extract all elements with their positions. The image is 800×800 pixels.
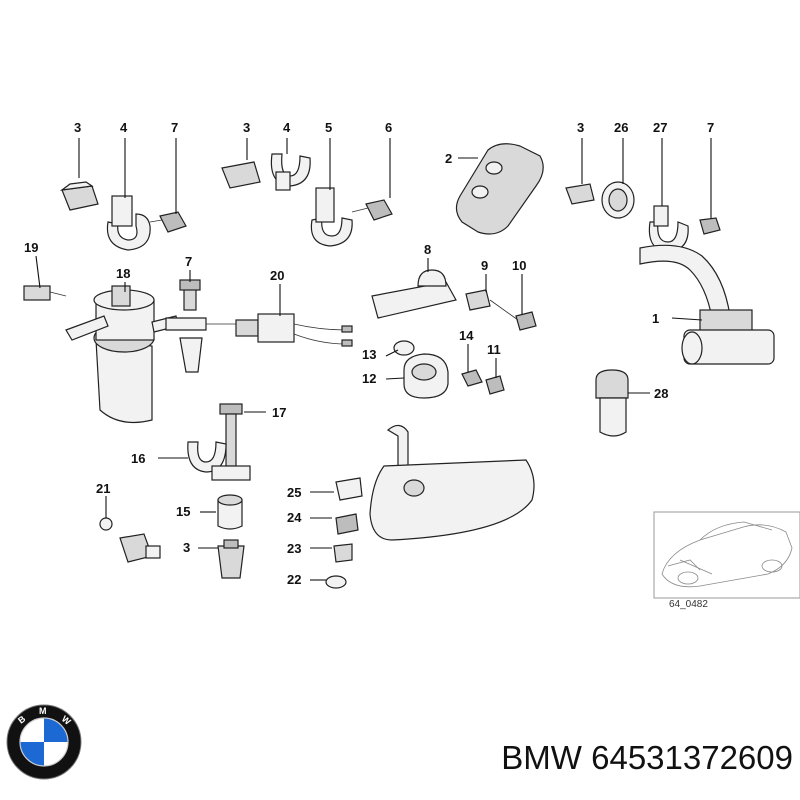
callout-7-c: 7 xyxy=(185,254,192,269)
callout-3-b: 3 xyxy=(243,120,250,135)
svg-text:M: M xyxy=(39,706,47,716)
spacer-nut-set xyxy=(393,340,505,399)
callout-21: 21 xyxy=(96,481,110,496)
accumulator-cylinder xyxy=(325,424,535,589)
callout-20: 20 xyxy=(270,268,284,283)
callout-27: 27 xyxy=(653,120,667,135)
callout-7-a: 7 xyxy=(171,120,178,135)
svg-text:B: B xyxy=(16,713,28,725)
callout-15: 15 xyxy=(176,504,190,519)
condenser-pipe xyxy=(639,244,775,365)
callout-6: 6 xyxy=(385,120,392,135)
part-number: 64531372609 xyxy=(591,739,793,776)
callout-12: 12 xyxy=(362,371,376,386)
callout-28: 28 xyxy=(654,386,668,401)
callout-9: 9 xyxy=(481,258,488,273)
callout-7-b: 7 xyxy=(707,120,714,135)
sleeve-and-clip xyxy=(217,494,245,579)
bolt-clamp-assembly xyxy=(187,403,251,481)
grommet-part xyxy=(455,143,544,235)
bmw-logo: B M W xyxy=(6,704,82,780)
callout-22: 22 xyxy=(287,572,301,587)
callout-2: 2 xyxy=(445,151,452,166)
callout-11: 11 xyxy=(487,342,501,357)
clip-assembly-top-middle xyxy=(221,153,393,247)
pressure-switch xyxy=(235,313,353,347)
callout-10: 10 xyxy=(512,258,526,273)
callout-14: 14 xyxy=(459,328,474,343)
callout-26: 26 xyxy=(614,120,628,135)
callout-3-c: 3 xyxy=(577,120,584,135)
mount-bracket xyxy=(371,269,537,331)
receiver-dryer xyxy=(23,285,179,423)
clip-assembly-top-left xyxy=(59,181,187,251)
footer-part-label: BMW 64531372609 xyxy=(408,736,793,780)
callout-8: 8 xyxy=(424,242,431,257)
callout-16: 16 xyxy=(131,451,145,466)
callout-18: 18 xyxy=(116,266,130,281)
callout-19: 19 xyxy=(24,240,38,255)
callout-24: 24 xyxy=(287,510,302,525)
callout-25: 25 xyxy=(287,485,301,500)
brand-name: BMW xyxy=(501,739,582,776)
callout-23: 23 xyxy=(287,541,301,556)
callout-17: 17 xyxy=(272,405,286,420)
fitting-part xyxy=(99,517,161,563)
callout-5: 5 xyxy=(325,120,332,135)
vehicle-location-inset xyxy=(653,511,800,599)
callout-1: 1 xyxy=(652,311,659,326)
callout-13: 13 xyxy=(362,347,376,362)
callout-3-a: 3 xyxy=(74,120,81,135)
bracket-with-bolt xyxy=(165,279,240,373)
callout-4-a: 4 xyxy=(120,120,128,135)
callout-4-b: 4 xyxy=(283,120,291,135)
inset-code: 64_0482 xyxy=(669,599,708,610)
callout-3-d: 3 xyxy=(183,540,190,555)
valve-cap xyxy=(595,369,629,437)
clip-assembly-top-right xyxy=(565,181,721,253)
